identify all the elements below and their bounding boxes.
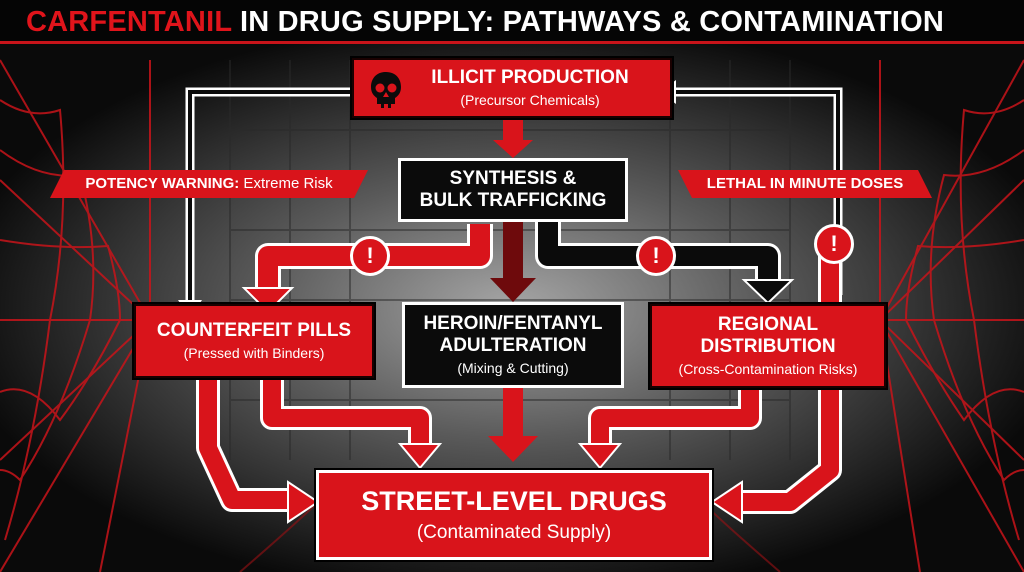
title-bar: CARFENTANIL IN DRUG SUPPLY: PATHWAYS & C… bbox=[0, 0, 1024, 44]
synthesis-to-heroin-arrow bbox=[503, 220, 523, 282]
node-street-level-drugs: STREET-LEVEL DRUGS (Contaminated Supply) bbox=[316, 470, 712, 560]
street-arrowhead-left bbox=[287, 480, 320, 524]
node-synthesis: SYNTHESIS & BULK TRAFFICKING bbox=[398, 158, 628, 222]
regional-sub: (Cross-Contamination Risks) bbox=[678, 361, 858, 377]
skull-icon bbox=[371, 72, 401, 108]
heroin-sub: (Mixing & Cutting) bbox=[457, 360, 569, 376]
node-illicit-production: ILLICIT PRODUCTION (Precursor Chemicals) bbox=[352, 58, 672, 118]
heroin-label-line2: ADULTERATION bbox=[439, 335, 587, 356]
production-label: ILLICIT PRODUCTION bbox=[431, 67, 629, 88]
street-arrowhead-right bbox=[710, 480, 743, 524]
heroin-label-line1: HEROIN/FENTANYL bbox=[423, 313, 603, 334]
lethal-dose-banner: LETHAL IN MINUTE DOSES bbox=[678, 170, 932, 198]
counterfeit-sub: (Pressed with Binders) bbox=[183, 345, 325, 361]
warning-icon-left: ! bbox=[350, 236, 390, 276]
counterfeit-to-street-arrow bbox=[199, 380, 292, 509]
counterfeit-label: COUNTERFEIT PILLS bbox=[156, 320, 352, 341]
street-arrowhead-right-inner bbox=[577, 443, 623, 470]
street-sub: (Contaminated Supply) bbox=[416, 522, 612, 543]
lethal-dose-label: LETHAL IN MINUTE DOSES bbox=[706, 175, 904, 192]
synthesis-label-line2: BULK TRAFFICKING bbox=[419, 190, 607, 211]
synthesis-to-counterfeit-arrowhead bbox=[241, 287, 295, 314]
potency-warning-rest: Extreme Risk bbox=[239, 175, 333, 192]
heroin-to-street-arrowhead bbox=[488, 436, 538, 462]
regional-label-line2: DISTRIBUTION bbox=[700, 336, 836, 357]
street-label: STREET-LEVEL DRUGS bbox=[361, 486, 667, 516]
production-to-synthesis-arrowhead bbox=[493, 140, 533, 158]
synthesis-label-line1: SYNTHESIS & bbox=[449, 168, 577, 189]
node-counterfeit-pills: COUNTERFEIT PILLS (Pressed with Binders) bbox=[134, 304, 374, 378]
node-heroin-adulteration: HEROIN/FENTANYL ADULTERATION (Mixing & C… bbox=[402, 302, 624, 388]
production-to-synthesis-arrow bbox=[503, 116, 523, 142]
synthesis-to-regional-arrowhead bbox=[741, 279, 795, 305]
page-title: CARFENTANIL IN DRUG SUPPLY: PATHWAYS & C… bbox=[26, 6, 944, 39]
street-arrowhead-left-inner bbox=[397, 443, 443, 470]
regional-label-line1: REGIONAL bbox=[717, 314, 819, 335]
title-accent: CARFENTANIL bbox=[26, 6, 232, 38]
potency-warning-banner: POTENCY WARNING: Extreme Risk bbox=[50, 170, 368, 198]
street-arrows bbox=[199, 250, 839, 511]
potency-warning-label: POTENCY WARNING: bbox=[85, 175, 240, 192]
warning-icon-center-right: ! bbox=[636, 236, 676, 276]
heroin-to-street-arrow bbox=[503, 386, 523, 438]
synthesis-to-heroin-arrowhead bbox=[490, 278, 536, 302]
left-loop-arrow bbox=[188, 90, 355, 305]
counterfeit-inner-to-street-arrow bbox=[263, 380, 429, 448]
warning-icon-right: ! bbox=[814, 224, 854, 264]
title-rest: IN DRUG SUPPLY: PATHWAYS & CONTAMINATION bbox=[231, 6, 945, 38]
node-regional-distribution: REGIONAL DISTRIBUTION (Cross-Contaminati… bbox=[650, 304, 886, 388]
production-sub: (Precursor Chemicals) bbox=[460, 92, 600, 108]
regional-to-street-arrow bbox=[591, 390, 759, 448]
production-text: ILLICIT PRODUCTION (Precursor Chemicals) bbox=[395, 67, 628, 109]
